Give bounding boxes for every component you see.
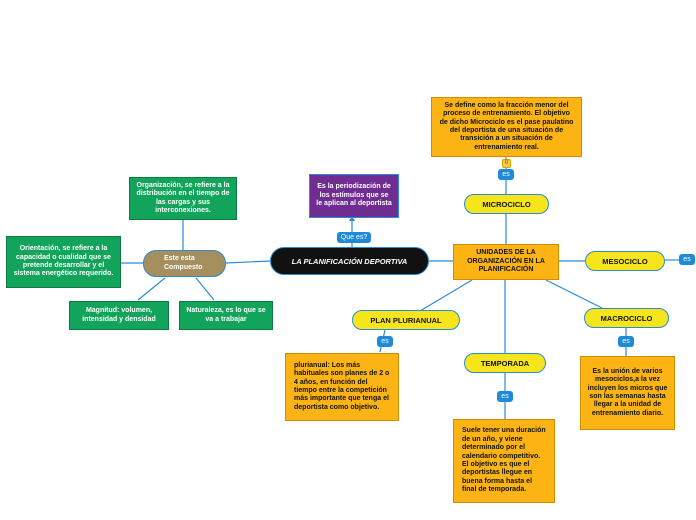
temporada-node[interactable]: TEMPORADA — [464, 353, 546, 373]
magnitud-text: Magnitud: volumen, intensidad y densidad — [82, 307, 156, 323]
organizacion-text: Organización, se refiere a la distribuci… — [136, 181, 230, 214]
macrociclo-node[interactable]: MACROCICLO — [584, 308, 669, 328]
temporada-tag[interactable]: es — [497, 391, 513, 402]
microciclo-node[interactable]: MICROCICLO — [464, 194, 549, 214]
definition-text: Es la periodización de los estímulos que… — [316, 183, 392, 208]
magnitud-box[interactable]: Magnitud: volumen, intensidad y densidad — [69, 301, 169, 330]
plan-plurianual-node[interactable]: PLAN PLURIANUAL — [352, 310, 460, 330]
compound-node[interactable]: Este esta Compuesto — [143, 250, 226, 277]
temporada-label: TEMPORADA — [480, 358, 530, 368]
mesociclo-label: MESOCICLO — [602, 256, 648, 266]
compound-label: Este esta Compuesto — [164, 255, 203, 271]
orientacion-text: Orientación, se refiere a la capacidad o… — [13, 245, 114, 278]
naturaleza-text: Naturaleza, es lo que se va a trabajar — [186, 307, 266, 323]
central-topic-label: LA PLANIFICACIÓN DEPORTIVA — [291, 256, 408, 266]
definition-box[interactable]: Es la periodización de los estímulos que… — [309, 174, 399, 218]
organizacion-box[interactable]: Organización, se refiere a la distribuci… — [129, 177, 237, 220]
orientacion-box[interactable]: Orientación, se refiere a la capacidad o… — [6, 236, 121, 288]
macrociclo-description[interactable]: Es la unión de varios mesociclos,a la ve… — [580, 356, 675, 430]
plan-plurianual-description-text: plurianual: Los más habituales son plane… — [294, 361, 390, 411]
plan-plurianual-description[interactable]: plurianual: Los más habituales son plane… — [285, 353, 399, 421]
macrociclo-label: MACROCICLO — [600, 313, 653, 323]
naturaleza-box[interactable]: Naturaleza, es lo que se va a trabajar — [179, 301, 273, 330]
plan-plurianual-tag[interactable]: es — [377, 336, 393, 347]
microciclo-description[interactable]: Se define como la fracción menor del pro… — [431, 97, 582, 157]
microciclo-badge: 0 — [502, 159, 511, 168]
question-tag[interactable]: Que es? — [337, 232, 371, 243]
microciclo-label: MICROCICLO — [482, 199, 531, 209]
units-node[interactable]: UNIDADES DE LA ORGANIZACIÓN EN LA PLANIF… — [453, 244, 559, 280]
mesociclo-tag[interactable]: es — [679, 254, 695, 265]
macrociclo-description-text: Es la unión de varios mesociclos,a la ve… — [587, 367, 668, 417]
temporada-description[interactable]: Suele tener una duración de un año, y vi… — [453, 419, 555, 503]
microciclo-description-text: Se define como la fracción menor del pro… — [439, 101, 574, 151]
units-label: UNIDADES DE LA ORGANIZACIÓN EN LA PLANIF… — [467, 249, 545, 274]
temporada-description-text: Suele tener una duración de un año, y vi… — [462, 427, 546, 494]
mesociclo-node[interactable]: MESOCICLO — [585, 251, 665, 271]
microciclo-tag[interactable]: es — [498, 169, 514, 180]
plan-plurianual-label: PLAN PLURIANUAL — [370, 315, 442, 325]
central-topic[interactable]: LA PLANIFICACIÓN DEPORTIVA — [270, 247, 429, 275]
macrociclo-tag[interactable]: es — [618, 336, 634, 347]
